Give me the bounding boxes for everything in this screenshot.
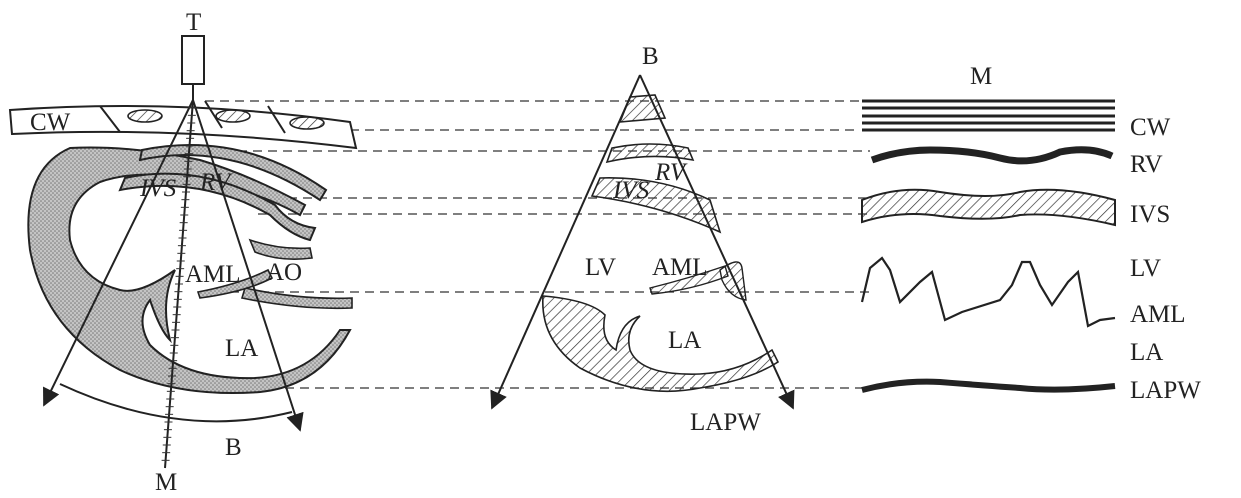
beam-left-edge bbox=[43, 99, 194, 407]
sector-rv-wall bbox=[605, 143, 695, 164]
beam-label: B bbox=[225, 434, 242, 461]
trace-label-ivs: IVS bbox=[1130, 201, 1170, 228]
trace-lapw bbox=[861, 378, 1116, 393]
trace-label-lv: LV bbox=[1130, 255, 1161, 282]
trace-label-la: LA bbox=[1130, 339, 1163, 366]
rv-anterior-wall bbox=[138, 144, 328, 202]
right-mmode-view: M CW RV IVS LV AML LA LAPW bbox=[860, 63, 1201, 404]
rv-label: RV bbox=[199, 169, 233, 196]
sector-aml-label: AML bbox=[652, 254, 708, 281]
m-line-ticks bbox=[161, 107, 197, 461]
dashed-guide-lines bbox=[195, 100, 870, 389]
trace-cw bbox=[862, 99, 1115, 132]
trace-aml bbox=[860, 256, 1116, 328]
beam-right-edge bbox=[192, 99, 304, 432]
sector-rv-label: RV bbox=[654, 159, 688, 186]
sector-ivs-label: IVS bbox=[612, 177, 650, 204]
ivs-band bbox=[118, 172, 317, 242]
transducer-label: T bbox=[186, 9, 201, 36]
sector-ivs bbox=[590, 177, 722, 234]
chest-wall-band bbox=[8, 105, 358, 150]
ao-label: AO bbox=[266, 259, 302, 286]
trace-rv bbox=[870, 146, 1114, 165]
aml-label: AML bbox=[185, 261, 241, 288]
la-label: LA bbox=[225, 335, 258, 362]
trace-label-cw: CW bbox=[1130, 114, 1171, 141]
trace-label-lapw: LAPW bbox=[1130, 377, 1201, 404]
sector-left-edge bbox=[490, 74, 641, 410]
sector-la-wall bbox=[542, 295, 780, 393]
chest-wall-label: CW bbox=[30, 109, 71, 136]
mode-label: M bbox=[970, 63, 992, 90]
trace-ivs bbox=[861, 188, 1116, 227]
sector-lapw-label: LAPW bbox=[690, 409, 761, 436]
sector-lv-label: LV bbox=[585, 254, 616, 281]
trace-label-aml: AML bbox=[1130, 301, 1186, 328]
ivs-label: IVS bbox=[139, 175, 177, 202]
trace-label-rv: RV bbox=[1130, 151, 1163, 178]
middle-sector-view: B RV IVS LV AML LA LAPW bbox=[490, 43, 795, 436]
m-line-label: M bbox=[155, 469, 177, 496]
sector-chest-wall bbox=[618, 94, 667, 123]
beam-arc bbox=[59, 383, 293, 423]
sector-beam-label: B bbox=[642, 43, 659, 70]
transducer-icon bbox=[181, 35, 205, 85]
sector-la-label: LA bbox=[668, 327, 701, 354]
left-heart-view: T CW RV IVS AML AO LA B M bbox=[8, 9, 358, 496]
aml-leaflet bbox=[196, 268, 274, 299]
